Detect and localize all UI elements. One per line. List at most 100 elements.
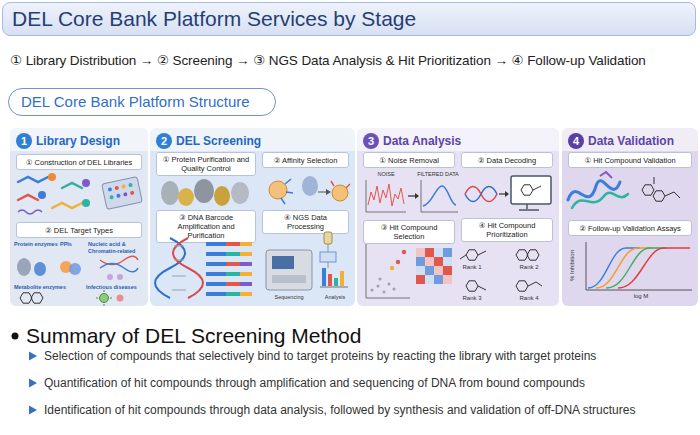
library-construction-art [123, 192, 128, 197]
target-types-art [100, 264, 138, 272]
target-category: Nucleic acid & Chromatin-related [88, 241, 144, 254]
hit-selection-art [377, 285, 380, 288]
target-category: Infectious diseases [86, 284, 144, 291]
target-category: PPIs [60, 241, 86, 248]
dna-barcode-art [206, 272, 226, 276]
ngs-art [266, 232, 348, 290]
ngs-art [328, 244, 329, 252]
target-category: Metabolite enzymes [14, 284, 76, 291]
hit-selection-art [402, 250, 406, 254]
bullet-text: Quantification of hit compounds through … [44, 376, 698, 390]
step-label: ① Construction of DEL Libraries [26, 158, 133, 167]
target-types-art [34, 262, 46, 276]
data-decoding-art [465, 176, 551, 210]
library-construction-art [121, 184, 126, 189]
process-label: Sequencing [262, 294, 316, 301]
ranked-molecule-art [516, 250, 528, 260]
step-box: ④ Hit Compound Prioritization [461, 218, 553, 242]
dna-barcode-art [206, 262, 226, 266]
ngs-art [328, 274, 332, 286]
step-box: ② Follow-up Validation Assays [568, 220, 692, 236]
dna-barcode-art [226, 292, 240, 296]
data-decoding-art [533, 186, 541, 190]
target-types-art [100, 294, 109, 303]
ranked-molecule-art [460, 251, 486, 259]
target-category: Protein enzymes [14, 241, 58, 248]
dna-barcode-art [226, 272, 240, 276]
bullet-marks [29, 379, 37, 388]
stage-panel: Library Design1① Construction of DEL Lib… [10, 128, 148, 306]
hit-selection-art [416, 275, 425, 284]
section-heading: Summary of DEL Screening Method [26, 323, 626, 348]
hit-selection-art [443, 257, 452, 266]
hit-selection-art [434, 248, 443, 257]
dna-barcode-art [240, 242, 252, 246]
data-decoding-art [519, 204, 539, 210]
hit-selection-art [425, 248, 434, 257]
library-construction-art [116, 193, 121, 198]
library-construction-art [18, 173, 142, 214]
step-label: ① Hit Compound Validation [584, 156, 675, 165]
dna-barcode-art [173, 238, 203, 298]
bullet-text: Identification of hit compounds through … [44, 403, 698, 417]
hit-selection-art [434, 266, 443, 275]
library-construction-art [82, 199, 90, 207]
ngs-art [324, 232, 332, 244]
data-decoding-art [505, 191, 509, 197]
hit-selection-art [425, 257, 434, 266]
step-label: ① Protein Purification and Quality Contr… [160, 155, 252, 173]
ngs-art [340, 271, 344, 286]
step-box: ② DEL Target Types [16, 222, 142, 238]
dna-barcode-art [206, 292, 226, 296]
step-box: ① Hit Compound Validation [568, 152, 692, 168]
ngs-art [272, 256, 294, 269]
dna-barcode-art [240, 262, 252, 266]
hit-selection-art [366, 244, 452, 298]
target-types-art [117, 274, 123, 280]
ngs-art [272, 275, 306, 283]
noise-removal-art [423, 186, 456, 206]
affinity-selection-art [318, 192, 326, 193]
affinity-selection-art [269, 176, 350, 204]
stage-number-text: 4 [568, 133, 584, 149]
step-label: ② Data Decoding [478, 156, 536, 165]
chart-label: FILTERED DATA [414, 171, 462, 178]
affinity-selection-art [331, 181, 350, 188]
target-types-art [96, 290, 112, 306]
target-types-art [17, 258, 31, 276]
library-construction-art [102, 177, 143, 210]
validation-art [600, 172, 612, 178]
dose-response-chart [586, 242, 692, 290]
ngs-art [328, 262, 329, 268]
affinity-selection-art [269, 181, 287, 199]
affinity-selection-art [326, 189, 331, 195]
library-construction-art [48, 173, 56, 181]
data-decoding-art [521, 185, 533, 195]
ngs-art [266, 250, 312, 290]
process-label: Analysis [318, 294, 352, 301]
dna-barcode-art [240, 292, 252, 296]
protein-art [231, 182, 249, 204]
stage-panel: Data Validation4① Hit Compound Validatio… [562, 128, 698, 306]
affinity-selection-art [281, 179, 293, 204]
section-tab: DEL Core Bank Platform Structure [8, 88, 276, 116]
affinity-selection-art [302, 176, 318, 196]
dna-barcode-art [226, 262, 240, 266]
hit-selection-art [425, 275, 434, 284]
library-construction-art [18, 195, 38, 200]
target-types-art [20, 293, 32, 303]
target-types-art [60, 261, 72, 273]
bullet-text: Selection of compounds that selectively … [44, 349, 698, 363]
library-construction-art [82, 179, 90, 187]
validation-art [653, 191, 665, 201]
step-box: ① Noise Removal [363, 152, 455, 168]
protein-art [214, 186, 230, 206]
noise-removal-art [366, 180, 406, 212]
step-label: ④ NGS Data Processing [266, 213, 345, 231]
noise-removal-art [415, 193, 419, 199]
ngs-art [322, 268, 326, 286]
data-decoding-art [465, 187, 497, 202]
dna-barcode-art [206, 282, 226, 286]
dna-barcode-art [206, 252, 226, 256]
